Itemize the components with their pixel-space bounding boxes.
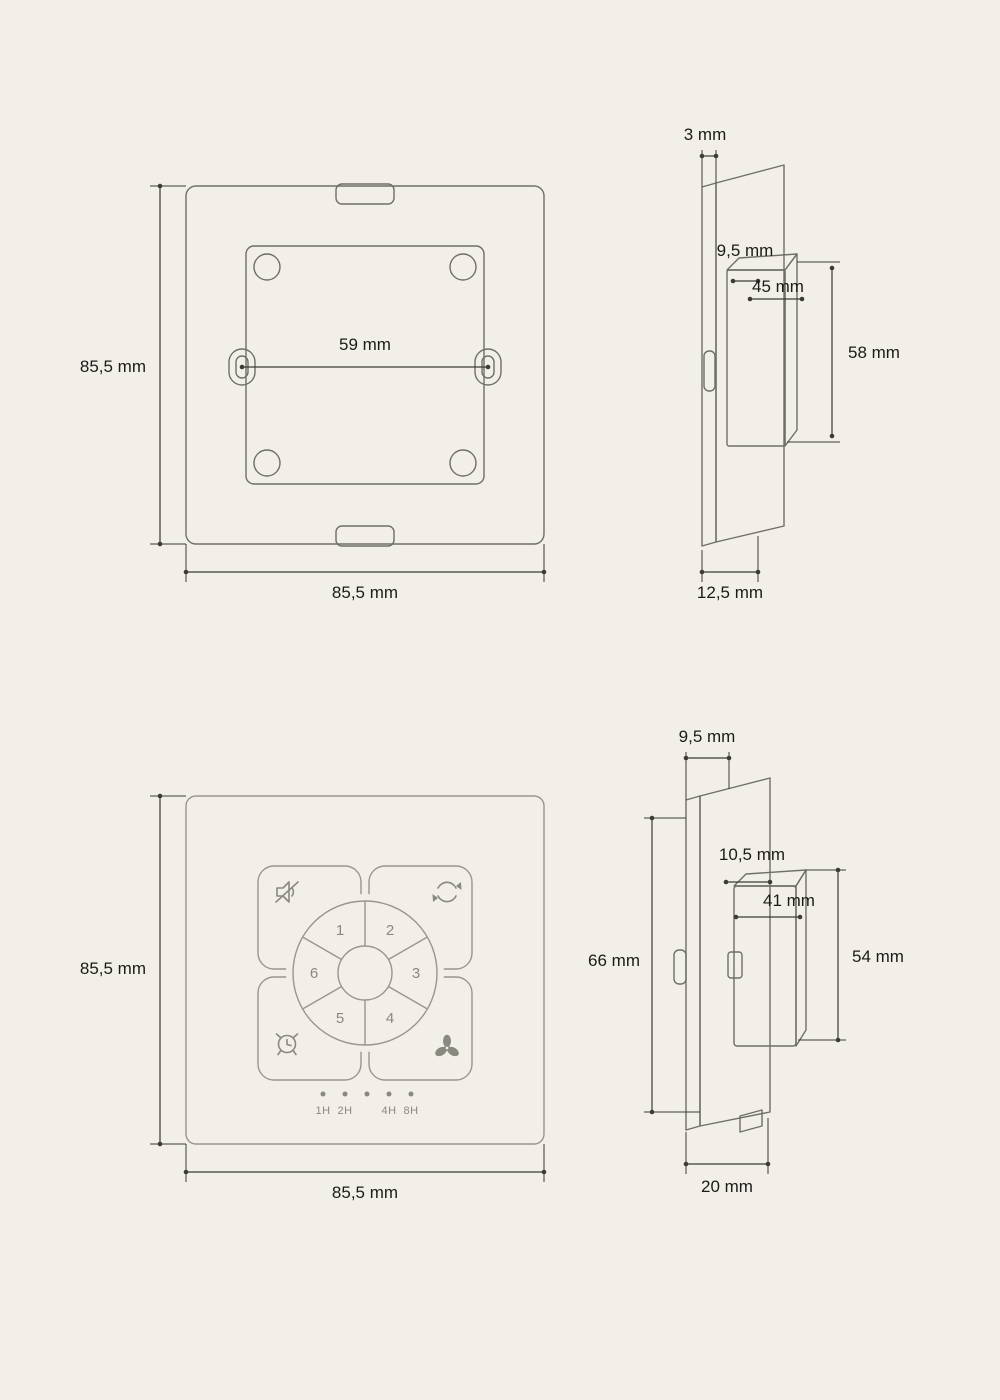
- dim-label-plate-thickness: 3 mm: [684, 125, 727, 144]
- dial-number-1: 1: [336, 922, 344, 939]
- dim-label-box-height: 58 mm: [848, 343, 900, 362]
- dim-label-switch-height: 85,5 mm: [80, 959, 146, 978]
- dial-number-3: 3: [412, 965, 420, 982]
- backplate-inner-frame: [245, 245, 485, 485]
- button-block-front: [733, 885, 797, 1047]
- fan-icon: [435, 1034, 459, 1057]
- timer-led-row: 1H 2H 4H 8H: [315, 1091, 418, 1117]
- button-block-tab: [727, 951, 743, 979]
- dim-label-box-width: 45 mm: [752, 277, 804, 296]
- dim-label-button-width: 41 mm: [763, 891, 815, 910]
- button-block-side: [795, 869, 807, 1047]
- dim-label-backplate-height: 85,5 mm: [80, 357, 146, 376]
- screw-hole-top-left: [253, 253, 281, 281]
- timer-led: [364, 1091, 370, 1097]
- timer-led: [342, 1091, 348, 1097]
- mount-box-side: [784, 253, 798, 447]
- mute-icon: [275, 881, 299, 903]
- dial-center-button: [337, 945, 393, 1001]
- timer-label-1h: 1H: [315, 1105, 330, 1117]
- timer-led: [408, 1091, 414, 1097]
- screw-hole-bottom-right: [449, 449, 477, 477]
- alarm-icon: [275, 1033, 299, 1056]
- cycle-icon: [432, 881, 462, 903]
- switch-bottom-clip: [739, 1109, 763, 1133]
- dial-number-2: 2: [386, 922, 394, 939]
- dim-label-total-depth: 20 mm: [701, 1177, 753, 1196]
- switch-front-view: 1 2 3 4 5 6: [80, 793, 547, 1202]
- backplate-top-tab: [335, 183, 395, 205]
- dim-label-switch-width: 85,5 mm: [332, 1183, 398, 1202]
- timer-led: [320, 1091, 326, 1097]
- mount-box-front: [726, 269, 786, 447]
- dim-label-frame-depth: 9,5 mm: [679, 727, 736, 746]
- dial-spoke: [388, 936, 428, 961]
- screw-hole-bottom-left: [253, 449, 281, 477]
- dim-label-backplate-width: 85,5 mm: [332, 583, 398, 602]
- timer-label-2h: 2H: [337, 1105, 352, 1117]
- dim-label-base-depth: 12,5 mm: [697, 583, 763, 602]
- switch-edge-face: [685, 795, 701, 1131]
- switch-side-latch: [673, 949, 687, 985]
- dial-spoke: [388, 985, 428, 1010]
- dial-number-4: 4: [386, 1010, 394, 1027]
- dial-spoke: [302, 985, 342, 1010]
- backplate-front-view: 59 mm 85,5 mm 85,5 mm: [80, 183, 547, 602]
- switch-faceplate: [185, 795, 545, 1145]
- backplate-bottom-tab: [335, 525, 395, 547]
- timer-led: [386, 1091, 392, 1097]
- backplate-rear-face: [715, 164, 785, 543]
- backplate-side-view: 3 mm 9,5 mm 45 mm 58 mm 12,5 mm: [684, 125, 900, 602]
- dial-spoke: [302, 936, 342, 961]
- screw-hole-top-right: [449, 253, 477, 281]
- dial-number-5: 5: [336, 1010, 344, 1027]
- dim-label-hole-spacing: 59 mm: [339, 335, 391, 354]
- switch-side-view: 9,5 mm 10,5 mm 41 mm 66 mm 54 mm 20 mm: [588, 727, 904, 1196]
- timer-label-8h: 8H: [403, 1105, 418, 1117]
- switch-rear-face: [699, 777, 771, 1127]
- backplate-outline: [185, 185, 545, 545]
- dim-label-button-depth: 10,5 mm: [719, 845, 785, 864]
- dim-label-button-height: 54 mm: [852, 947, 904, 966]
- dial-gap: [286, 894, 444, 1052]
- backplate-edge-slot: [703, 350, 716, 392]
- dim-label-box-depth: 9,5 mm: [717, 241, 774, 260]
- timer-label-4h: 4H: [381, 1105, 396, 1117]
- dim-label-switch-side-height: 66 mm: [588, 951, 640, 970]
- dial-number-6: 6: [310, 965, 318, 982]
